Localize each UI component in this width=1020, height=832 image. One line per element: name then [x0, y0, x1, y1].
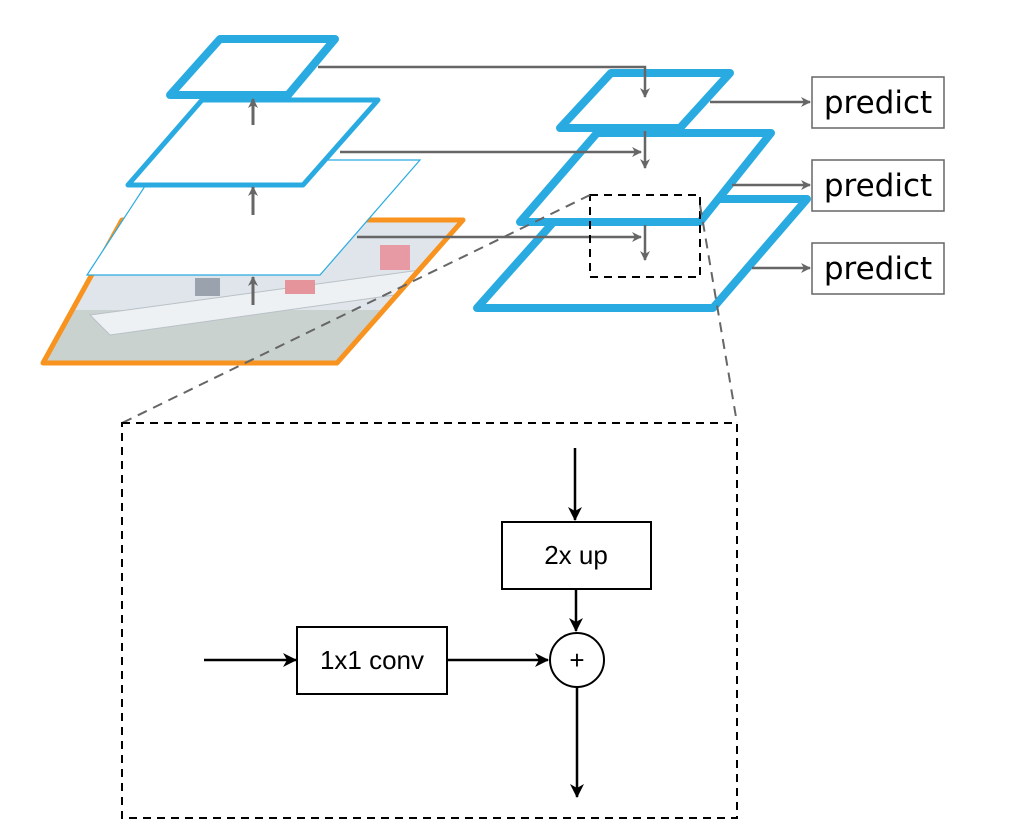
zoom-region: [589, 194, 701, 278]
top-down-level-2: [516, 129, 775, 226]
conv-block: 1x1 conv: [296, 626, 448, 695]
bottom-up-level-1: [85, 159, 422, 276]
predict-box: predict: [811, 76, 945, 129]
lateral-connection: [318, 65, 650, 98]
detail-panel: [121, 422, 738, 819]
zoom-guide-line: [699, 204, 738, 424]
predict-label: predict: [824, 85, 932, 121]
bottom-up-level-3: [166, 35, 339, 99]
predict-box: predict: [811, 242, 945, 295]
upsample-label: 2x up: [544, 540, 608, 570]
upsample-block: 2x up: [501, 521, 652, 590]
conv-label: 1x1 conv: [320, 645, 424, 675]
plus-icon: +: [569, 645, 584, 675]
zoom-guide-line: [121, 194, 591, 424]
top-down-level-3: [556, 69, 734, 132]
predict-box: predict: [811, 159, 945, 212]
predict-label: predict: [824, 251, 932, 287]
predict-label: predict: [824, 168, 932, 204]
add-node: +: [549, 632, 605, 688]
bottom-up-level-2: [125, 97, 381, 188]
